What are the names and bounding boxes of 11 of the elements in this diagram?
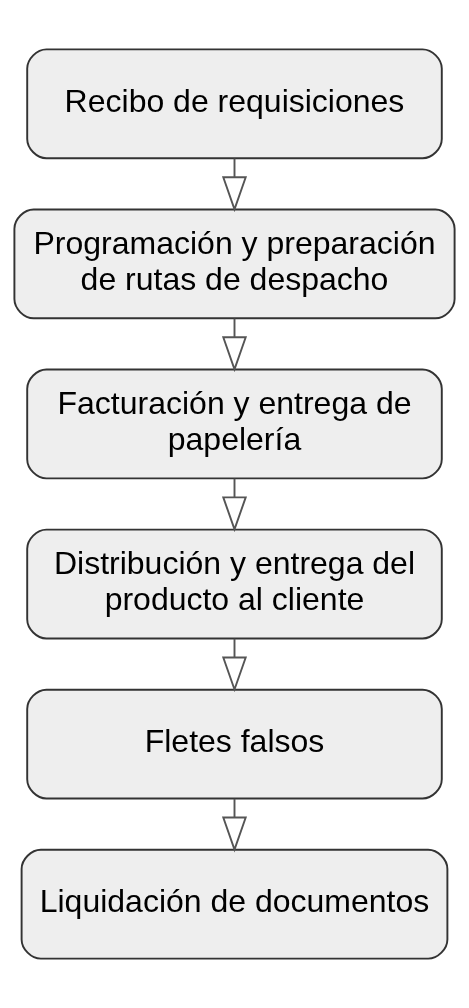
arrow: [221, 317, 248, 373]
node-box: Facturación y entrega de papelería: [26, 368, 443, 480]
node-box: Recibo de requisiciones: [26, 48, 443, 160]
arrow: [221, 637, 248, 693]
arrow: [221, 477, 248, 533]
node-box: Programación y preparación de rutas de despacho: [13, 208, 456, 320]
arrow: [221, 157, 248, 213]
node-box: Fletes falsos: [26, 688, 443, 800]
node-box: Liquidación de documentos: [20, 848, 449, 960]
arrow: [221, 797, 248, 853]
node-box: Distribución y entrega del producto al cliente: [26, 528, 443, 640]
